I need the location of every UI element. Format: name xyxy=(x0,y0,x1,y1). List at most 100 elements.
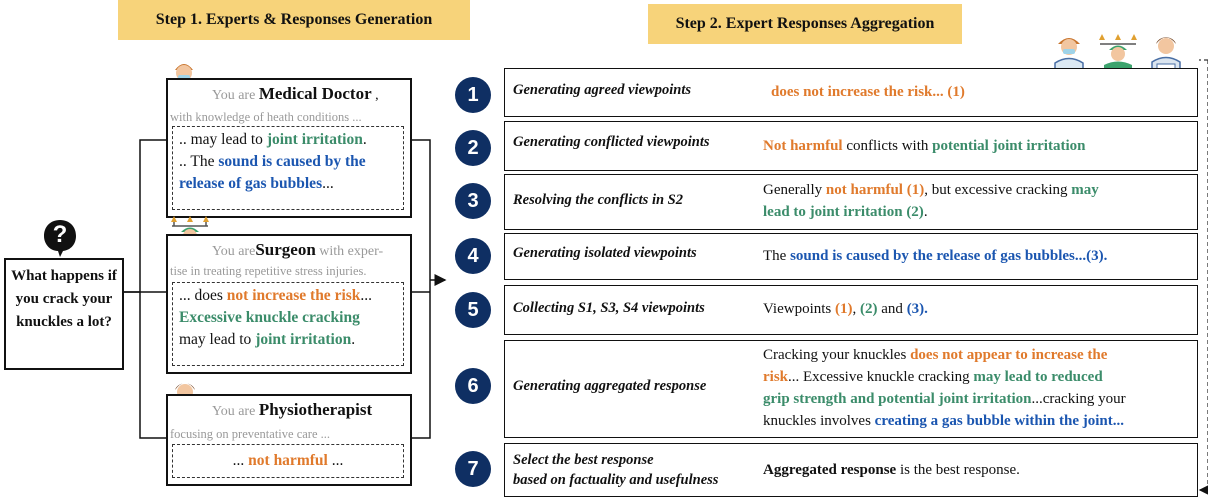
surgeon-desc: tise in treating repetitive stress injur… xyxy=(170,264,367,278)
step-3-label: Resolving the conflicts in S2 xyxy=(513,192,683,208)
question-bubble-icon: ? xyxy=(42,218,78,257)
step1-title: Step 1. Experts & Responses Generation xyxy=(118,0,470,40)
surgeon-prefix: You are xyxy=(212,244,256,259)
step-6-c2: does not appear to increase the xyxy=(910,347,1108,363)
step-4-row: Generating isolated viewpoints The sound… xyxy=(504,233,1198,280)
step-2-number: 2 xyxy=(455,130,491,166)
step-2-c3: potential joint irritation xyxy=(932,138,1086,154)
doctor-desc: with knowledge of heath conditions ... xyxy=(170,110,362,124)
step-3-c2: not harmful (1) xyxy=(825,182,925,198)
step-5-c3: , xyxy=(852,301,861,317)
step-3-c6: . xyxy=(923,204,928,220)
step-5-c4: (2) xyxy=(860,301,878,317)
step-5-number: 5 xyxy=(455,292,491,328)
step-6-c6: grip strength and potential joint irrita… xyxy=(763,391,1032,407)
step2-title: Step 2. Expert Responses Aggregation xyxy=(648,4,962,44)
step-7-c2: is the best response. xyxy=(896,462,1020,478)
step-6-c5: may lead to reduced xyxy=(973,369,1103,385)
step-2-c2: conflicts with xyxy=(842,138,933,154)
step-6-c4: ... Excessive knuckle cracking xyxy=(788,369,974,385)
step-2-label: Generating conflicted viewpoints xyxy=(513,134,710,150)
step-5-c1: Viewpoints xyxy=(763,301,836,317)
step-1-content: does not increase the risk... (1) xyxy=(771,81,965,103)
doctor-r1b: joint irritation xyxy=(266,131,363,148)
step-4-label: Generating isolated viewpoints xyxy=(513,245,697,261)
surgeon-r1b: not increase the risk xyxy=(226,287,361,304)
step-5-c2: (1) xyxy=(835,301,853,317)
surgeon-r1c: ... xyxy=(360,287,373,304)
step-1-label: Generating agreed viewpoints xyxy=(513,82,692,98)
step-7-label-line2: based on factuality and usefulness xyxy=(513,472,719,488)
expert-surgeon-card: You areSurgeon with exper- tise in treat… xyxy=(166,234,412,374)
step-1-c1: does not increase the risk... (1) xyxy=(771,84,965,100)
doctor-r2a: .. The xyxy=(179,153,219,170)
step-4-c1: The xyxy=(763,248,791,264)
step-7-content: Aggregated response is the best response… xyxy=(763,459,1020,481)
step-1-row: Generating agreed viewpoints does not in… xyxy=(504,68,1198,117)
doctor-role: Medical Doctor xyxy=(258,84,372,103)
doctor-r3c: ... xyxy=(322,175,334,192)
step-7-number: 7 xyxy=(455,451,491,487)
doctor-r2b: sound is caused by the xyxy=(218,153,366,170)
surgeon-response: ... does not increase the risk... Excess… xyxy=(172,282,404,366)
step-5-label: Collecting S1, S3, S4 viewpoints xyxy=(513,300,705,316)
step-3-c3: , but excessive cracking xyxy=(924,182,1072,198)
step-4-c2: sound is caused by the release of gas bu… xyxy=(790,248,1108,264)
step-7-label-line1: Select the best response xyxy=(513,452,654,468)
step-6-content: Cracking your knuckles does not appear t… xyxy=(763,344,1195,432)
step-6-c1: Cracking your knuckles xyxy=(763,347,911,363)
physio-rb: not harmful xyxy=(248,452,328,469)
step-2-content: Not harmful conflicts with potential joi… xyxy=(763,135,1085,157)
step-4-content: The sound is caused by the release of ga… xyxy=(763,245,1107,267)
step-7-label: Select the best response based on factua… xyxy=(513,450,718,490)
step-5-content: Viewpoints (1), (2) and (3). xyxy=(763,298,928,320)
step-7-row: Select the best response based on factua… xyxy=(504,443,1198,497)
step-6-row: Generating aggregated response Cracking … xyxy=(504,340,1198,438)
surgeon-r1a: ... does xyxy=(179,287,227,304)
step-1-number: 1 xyxy=(455,77,491,113)
surgeon-r3b: joint irritation xyxy=(255,331,352,348)
doctor-suffix: , xyxy=(371,88,379,103)
physio-response: ... not harmful ... xyxy=(172,444,404,478)
doctor-r1c: . xyxy=(362,131,367,148)
physio-prefix: You are xyxy=(212,404,256,419)
step-3-number: 3 xyxy=(455,183,491,219)
surgeon-role: Surgeon xyxy=(255,240,316,259)
physio-rc: ... xyxy=(327,452,344,469)
step-6-label: Generating aggregated response xyxy=(513,378,707,394)
doctor-response: .. may lead to joint irritation. .. The … xyxy=(172,126,404,210)
surgeon-suffix: with exper- xyxy=(315,244,384,259)
doctor-r1a: .. may lead to xyxy=(179,131,267,148)
step-3-content: Generally not harmful (1), but excessive… xyxy=(763,179,1183,223)
step-6-c9: creating a gas bubble within the joint..… xyxy=(874,413,1124,429)
step-6-c3: risk xyxy=(763,369,789,385)
physio-desc: focusing on preventative care ... xyxy=(170,427,331,441)
step-5-c6: (3). xyxy=(906,301,928,317)
expert-doctor-card: You are Medical Doctor , with knowledge … xyxy=(166,78,412,218)
step-2-row: Generating conflicted viewpoints Not har… xyxy=(504,121,1198,171)
step-4-number: 4 xyxy=(455,238,491,274)
question-text: What happens if you crack your knuckles … xyxy=(11,268,117,330)
step-3-row: Resolving the conflicts in S2 Generally … xyxy=(504,174,1198,230)
step-6-c8: knuckles involves xyxy=(763,413,875,429)
step-3-c1: Generally xyxy=(763,182,826,198)
step-6-number: 6 xyxy=(455,368,491,404)
step-2-c1: Not harmful xyxy=(763,138,843,154)
doctor-r3b: release of gas bubbles xyxy=(179,175,323,192)
question-mark: ? xyxy=(52,221,68,248)
step-6-c7: ...cracking your xyxy=(1031,391,1126,407)
doctor-prefix: You are xyxy=(212,88,256,103)
expert-physio-card: You are Physiotherapist focusing on prev… xyxy=(166,394,412,486)
step-7-c1: Aggregated response xyxy=(763,462,897,478)
surgeon-r3c: . xyxy=(351,331,356,348)
physio-role: Physiotherapist xyxy=(258,400,373,419)
step-5-row: Collecting S1, S3, S4 viewpoints Viewpoi… xyxy=(504,285,1198,335)
surgeon-r3a: may lead to xyxy=(179,331,256,348)
step-3-c4: may xyxy=(1071,182,1099,198)
physio-ra: ... xyxy=(232,452,249,469)
step-3-c5: lead to joint irritation (2) xyxy=(763,204,924,220)
step-5-c5: and xyxy=(877,301,907,317)
question-box: What happens if you crack your knuckles … xyxy=(4,258,124,370)
surgeon-r2b: Excessive knuckle cracking xyxy=(179,309,360,326)
